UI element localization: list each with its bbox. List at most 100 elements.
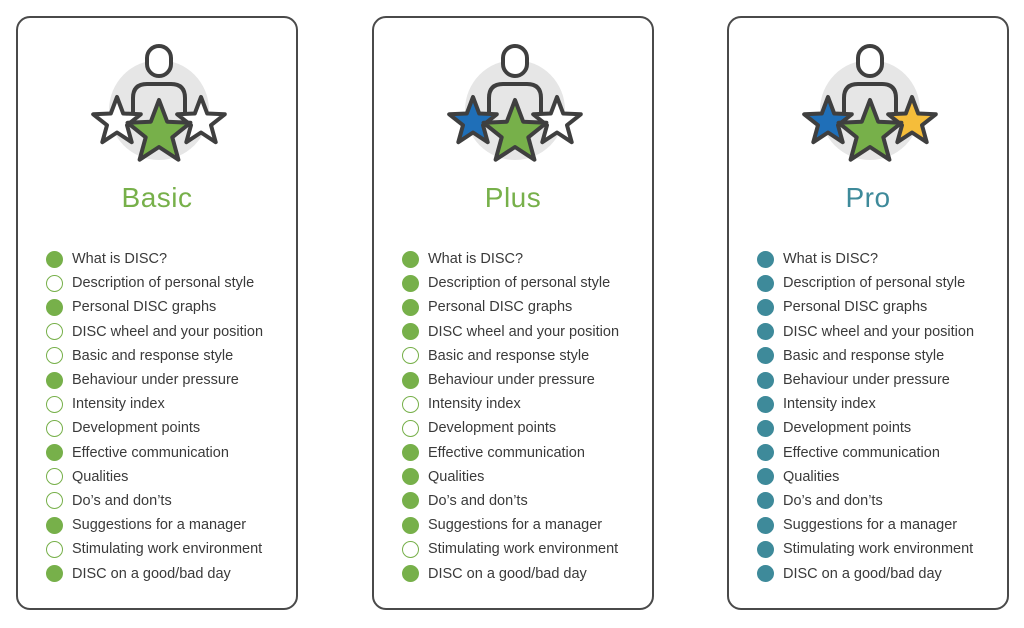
feature-label: DISC on a good/bad day [428, 565, 587, 582]
feature-item: Effective communication [757, 441, 974, 465]
feature-item: Description of personal style [402, 271, 619, 295]
feature-label: What is DISC? [428, 251, 524, 268]
feature-label: Qualities [783, 468, 840, 485]
included-dot-icon [46, 298, 63, 316]
feature-item: Stimulating work environment [46, 537, 263, 561]
feature-label: Intensity index [72, 396, 165, 413]
feature-item: Basic and response style [46, 344, 263, 368]
tier-card-plus: Plus What is DISC? Description of persona… [372, 16, 654, 610]
feature-item: Stimulating work environment [757, 537, 974, 561]
feature-item: Suggestions for a manager [402, 513, 619, 537]
feature-label: Stimulating work environment [783, 541, 974, 558]
included-dot-icon [402, 250, 419, 268]
included-dot-icon [757, 444, 774, 462]
included-dot-icon [402, 565, 419, 583]
feature-label: Suggestions for a manager [783, 517, 958, 534]
feature-label: Description of personal style [72, 275, 255, 292]
feature-item: Personal DISC graphs [402, 295, 619, 319]
tier-card-pro: Pro What is DISC? Description of personal… [727, 16, 1009, 610]
feature-item: DISC on a good/bad day [757, 561, 974, 585]
feature-item: Stimulating work environment [402, 537, 619, 561]
feature-item: DISC wheel and your position [757, 320, 974, 344]
feature-label: Stimulating work environment [72, 541, 263, 558]
not-included-circle-icon [46, 347, 63, 365]
feature-item: Development points [402, 416, 619, 440]
feature-item: Do’s and don’ts [757, 489, 974, 513]
not-included-circle-icon [46, 468, 63, 486]
included-dot-icon [757, 274, 774, 292]
feature-item: What is DISC? [402, 247, 619, 271]
feature-item: Qualities [757, 465, 974, 489]
feature-label: Qualities [72, 468, 129, 485]
feature-item: What is DISC? [46, 247, 263, 271]
included-dot-icon [46, 250, 63, 268]
feature-label: Suggestions for a manager [428, 517, 603, 534]
feature-label: DISC on a good/bad day [783, 565, 942, 582]
tier-title: Plus [484, 182, 542, 213]
feature-item: DISC on a good/bad day [402, 561, 619, 585]
included-dot-icon [46, 371, 63, 389]
person-with-one-star-icon [89, 40, 229, 168]
feature-label: Behaviour under pressure [72, 372, 239, 389]
feature-label: Basic and response style [783, 347, 945, 364]
included-dot-icon [402, 323, 419, 341]
feature-label: Suggestions for a manager [72, 517, 247, 534]
feature-item: Basic and response style [757, 344, 974, 368]
included-dot-icon [757, 347, 774, 365]
feature-label: Do’s and don’ts [783, 492, 883, 509]
included-dot-icon [402, 371, 419, 389]
feature-label: Development points [428, 420, 557, 437]
feature-label: Development points [783, 420, 912, 437]
feature-item: Effective communication [46, 441, 263, 465]
tier-title: Pro [845, 182, 891, 213]
tier-card-basic: Basic What is DISC? Description of person… [16, 16, 298, 610]
feature-item: Behaviour under pressure [402, 368, 619, 392]
feature-label: DISC on a good/bad day [72, 565, 231, 582]
included-dot-icon [46, 516, 63, 534]
feature-item: Personal DISC graphs [46, 295, 263, 319]
feature-list: What is DISC? Description of personal sty… [46, 247, 263, 586]
included-dot-icon [757, 395, 774, 413]
not-included-circle-icon [402, 395, 419, 413]
feature-label: Do’s and don’ts [428, 492, 528, 509]
feature-item: Intensity index [46, 392, 263, 416]
included-dot-icon [757, 298, 774, 316]
feature-label: Do’s and don’ts [72, 492, 172, 509]
feature-label: DISC wheel and your position [783, 323, 975, 340]
not-included-circle-icon [46, 323, 63, 341]
feature-item: Suggestions for a manager [757, 513, 974, 537]
not-included-circle-icon [46, 492, 63, 510]
feature-item: Development points [757, 416, 974, 440]
feature-label: What is DISC? [72, 251, 168, 268]
tier-title: Basic [121, 182, 193, 213]
feature-item: Effective communication [402, 441, 619, 465]
feature-label: Effective communication [428, 444, 585, 461]
feature-label: Personal DISC graphs [428, 299, 573, 316]
feature-label: Development points [72, 420, 201, 437]
not-included-circle-icon [46, 540, 63, 558]
feature-label: Intensity index [783, 396, 876, 413]
included-dot-icon [757, 492, 774, 510]
feature-item: Qualities [46, 465, 263, 489]
feature-label: Effective communication [72, 444, 229, 461]
feature-label: Effective communication [783, 444, 940, 461]
feature-item: Qualities [402, 465, 619, 489]
person-with-two-stars-icon [445, 40, 585, 168]
feature-item: Description of personal style [46, 271, 263, 295]
included-dot-icon [757, 250, 774, 268]
not-included-circle-icon [402, 540, 419, 558]
included-dot-icon [757, 371, 774, 389]
not-included-circle-icon [402, 419, 419, 437]
feature-item: What is DISC? [757, 247, 974, 271]
feature-item: Basic and response style [402, 344, 619, 368]
feature-label: DISC wheel and your position [428, 323, 620, 340]
person-with-three-stars-icon [800, 40, 940, 168]
feature-label: Behaviour under pressure [783, 372, 950, 389]
feature-item: DISC on a good/bad day [46, 561, 263, 585]
not-included-circle-icon [46, 274, 63, 292]
feature-label: Description of personal style [783, 275, 966, 292]
feature-item: Do’s and don’ts [402, 489, 619, 513]
feature-list: What is DISC? Description of personal sty… [402, 247, 619, 586]
included-dot-icon [757, 468, 774, 486]
included-dot-icon [757, 565, 774, 583]
